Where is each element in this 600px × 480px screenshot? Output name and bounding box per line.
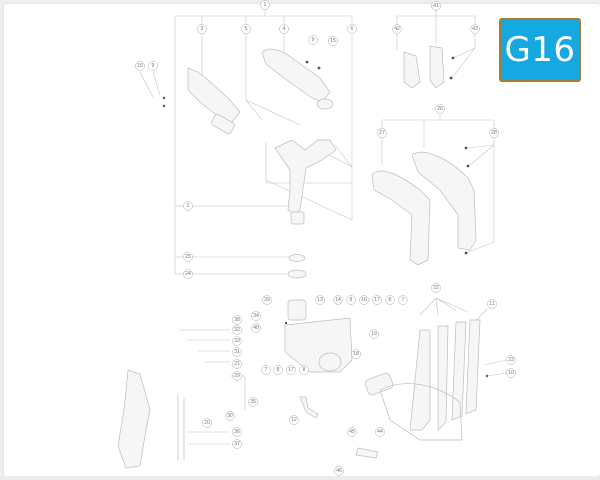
callout-40[interactable]: 40 [253,325,259,331]
callout-43[interactable]: 43 [472,26,478,32]
callout-26[interactable]: 26 [437,106,443,112]
section-badge: G16 [499,18,581,82]
callout-9[interactable]: 9 [312,37,315,43]
callout-42[interactable]: 42 [394,26,400,32]
callout-8[interactable]: 8 [277,367,280,373]
callout-8[interactable]: 8 [350,297,353,303]
callout-30[interactable]: 30 [227,413,233,419]
callout-17[interactable]: 17 [374,297,380,303]
callout-10[interactable]: 10 [508,370,514,376]
callout-25[interactable]: 25 [185,254,191,260]
callout-1[interactable]: 1 [264,2,267,8]
callout-7[interactable]: 7 [402,297,405,303]
callout-23[interactable]: 23 [508,357,514,363]
callout-18[interactable]: 18 [353,351,359,357]
callout-13[interactable]: 13 [317,297,323,303]
callout-14[interactable]: 14 [335,297,341,303]
callout-12[interactable]: 12 [291,417,297,423]
callout-29[interactable]: 29 [234,373,240,379]
callout-32[interactable]: 32 [234,327,240,333]
callout-35[interactable]: 35 [250,399,256,405]
callout-15[interactable]: 15 [330,38,336,44]
callout-44[interactable]: 44 [377,429,383,435]
callout-11[interactable]: 11 [489,301,494,307]
callout-33[interactable]: 33 [234,338,240,344]
callout-39[interactable]: 39 [264,297,270,303]
callout-21[interactable]: 21 [234,361,240,367]
callout-20[interactable]: 20 [204,420,210,426]
callout-46[interactable]: 46 [336,468,342,474]
callout-38[interactable]: 38 [234,317,240,323]
callout-36[interactable]: 36 [234,429,240,435]
callout-6[interactable]: 6 [351,26,354,32]
callout-8[interactable]: 8 [303,367,306,373]
callout-17[interactable]: 17 [288,367,294,373]
bottom-scroll-edge [0,476,600,480]
callout-9[interactable]: 9 [152,63,155,69]
callout-34[interactable]: 34 [253,313,259,319]
callout-31[interactable]: 31 [234,349,240,355]
callout-16[interactable]: 16 [361,297,367,303]
callout-4[interactable]: 4 [283,26,286,32]
callout-41[interactable]: 41 [433,3,439,9]
callout-28[interactable]: 28 [491,130,497,136]
callout-37[interactable]: 37 [234,441,240,447]
callout-7[interactable]: 7 [265,367,268,373]
callout-15[interactable]: 15 [137,63,143,69]
callout-22[interactable]: 22 [433,285,439,291]
callout-5[interactable]: 5 [245,26,248,32]
callout-24[interactable]: 24 [185,271,191,277]
callout-8[interactable]: 8 [389,297,392,303]
callout-27[interactable]: 27 [379,130,385,136]
callout-2[interactable]: 2 [187,203,190,209]
callout-3[interactable]: 3 [201,26,204,32]
callout-19[interactable]: 19 [371,331,377,337]
callout-45[interactable]: 45 [349,429,355,435]
